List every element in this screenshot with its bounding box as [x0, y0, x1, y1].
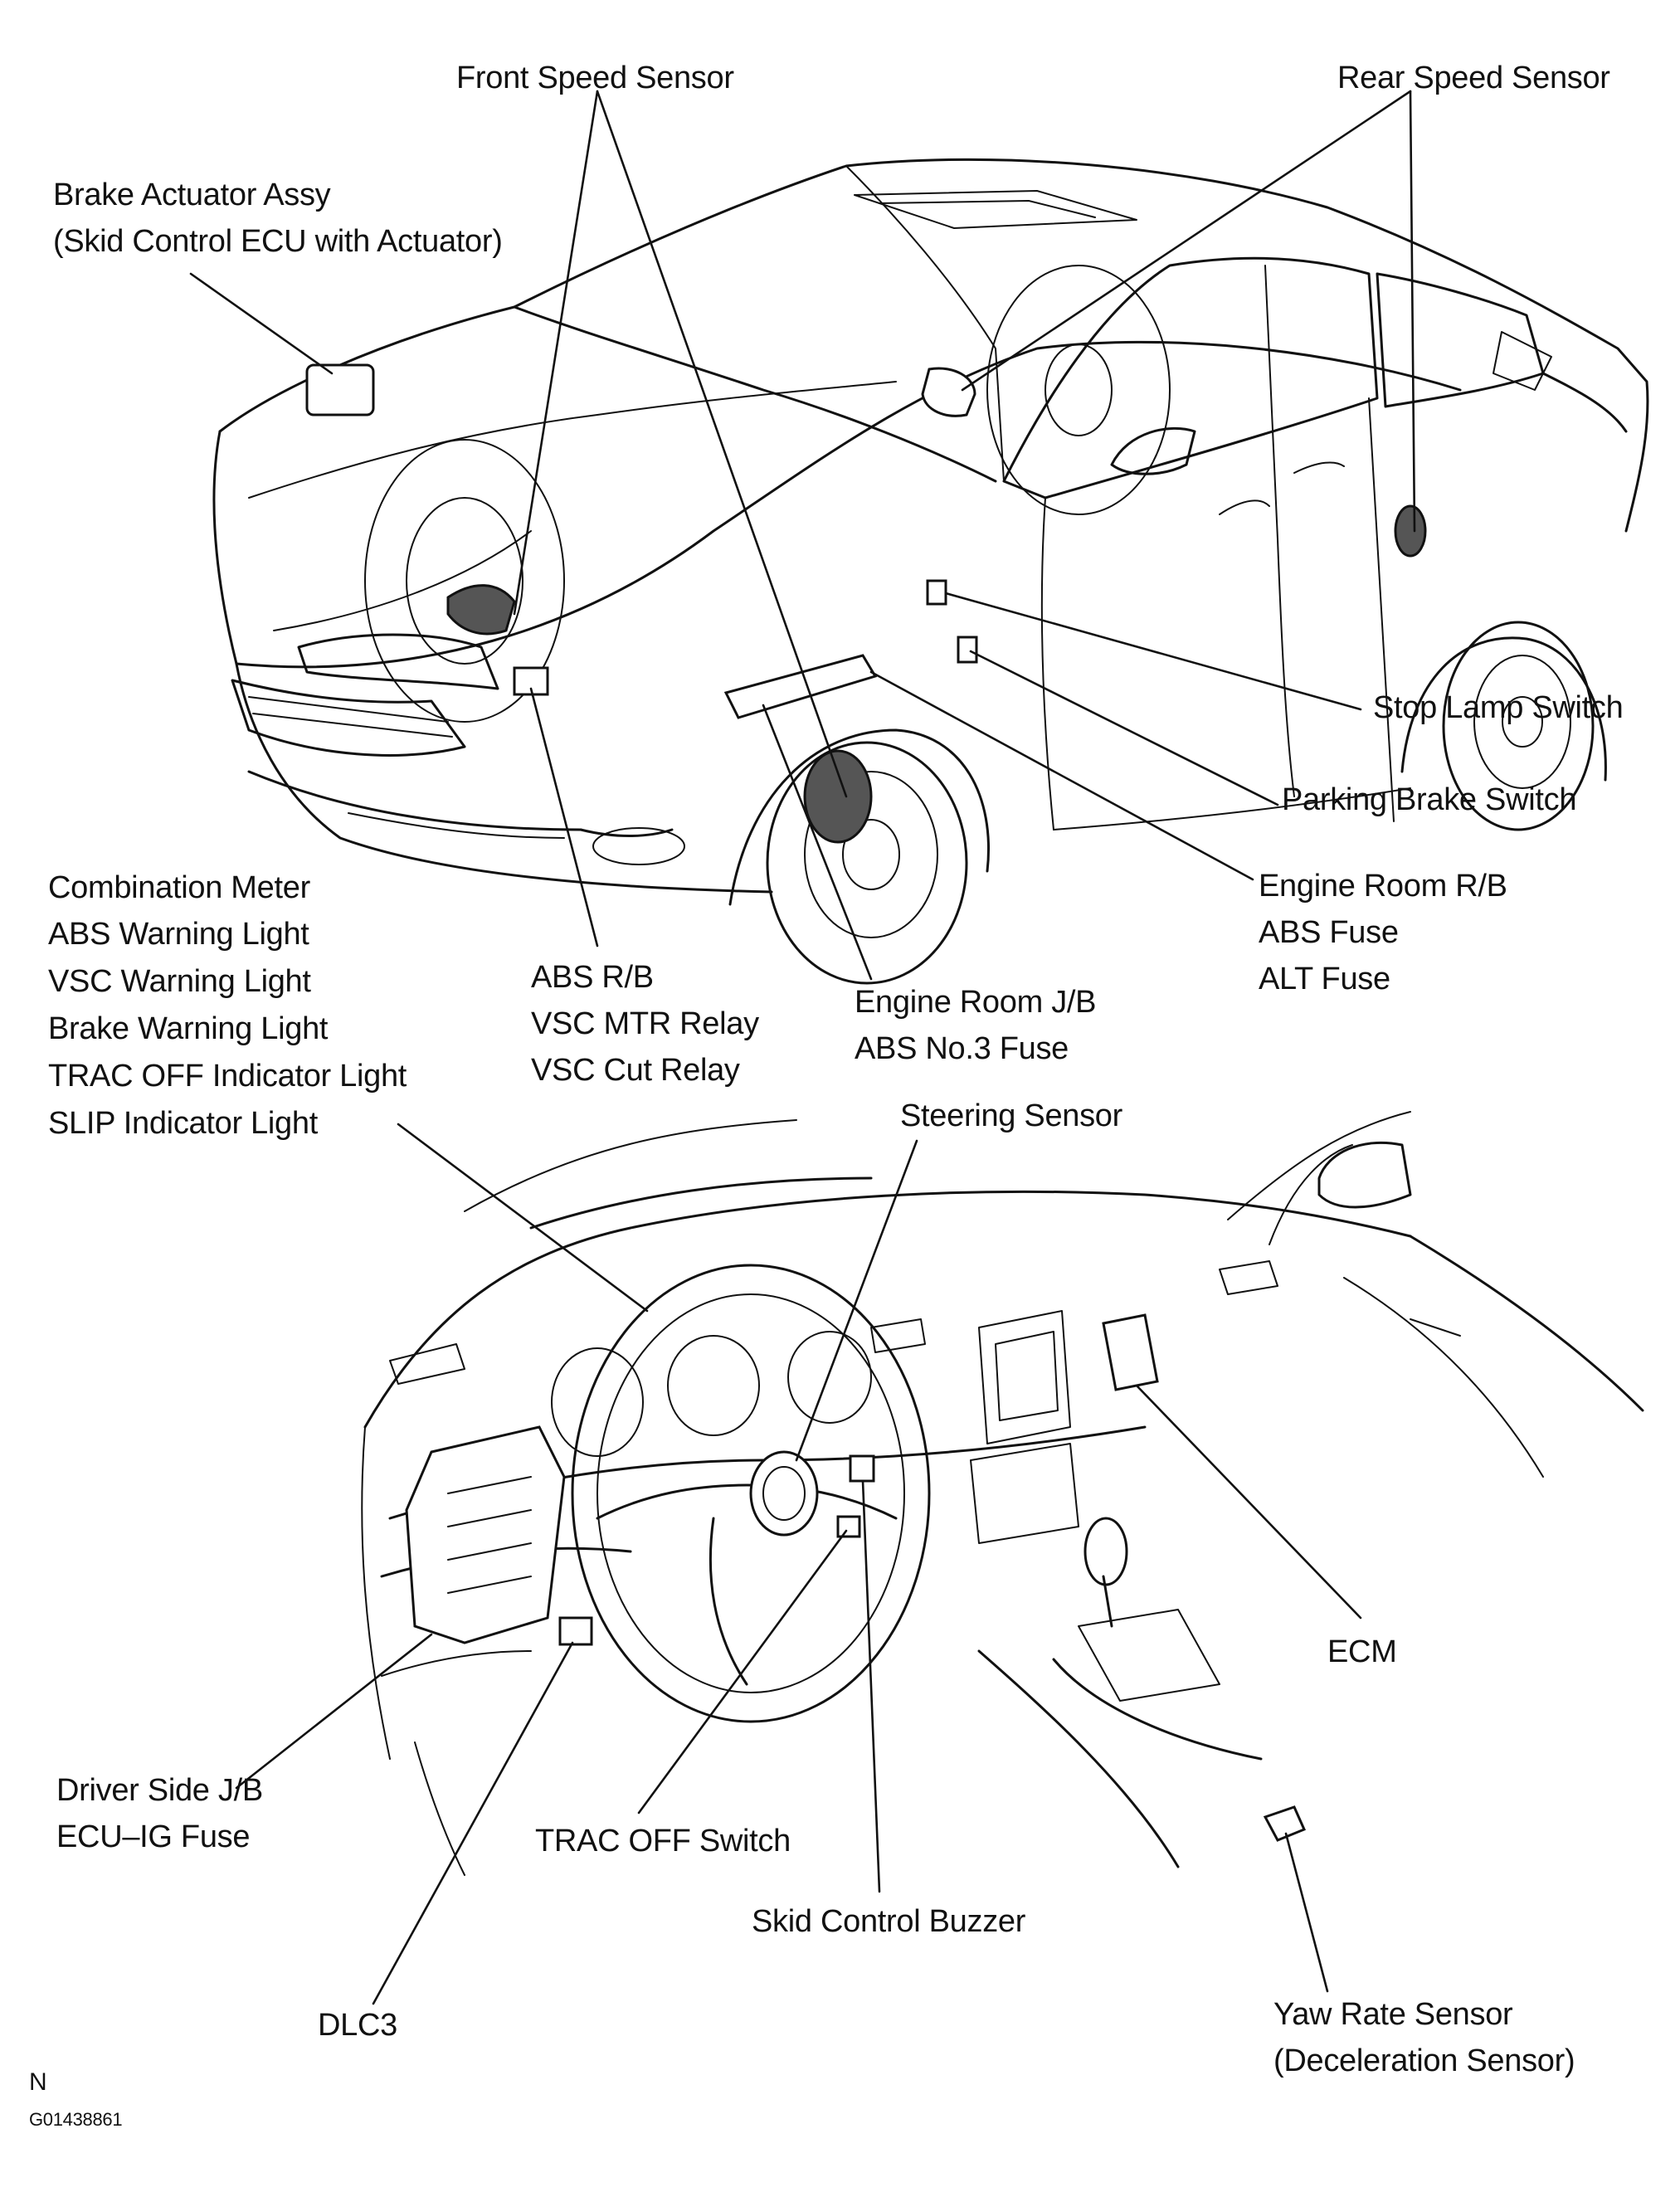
engine-room-rb-part	[723, 654, 878, 719]
brake-actuator-line2: (Skid Control ECU with Actuator)	[53, 224, 503, 259]
label-abs-rb: ABS R/B VSC MTR Relay VSC Cut Relay	[531, 954, 759, 1094]
parking-brake-switch-text: Parking Brake Switch	[1282, 782, 1577, 817]
label-ecm: ECM	[1327, 1629, 1397, 1675]
combination-meter-item: SLIP Indicator Light	[48, 1106, 318, 1141]
yaw-rate-sensor-line2: (Deceleration Sensor)	[1273, 2043, 1575, 2078]
ecm-part	[1102, 1313, 1159, 1391]
engine-room-rb-item: ABS Fuse	[1259, 915, 1399, 950]
skid-control-buzzer-part	[849, 1454, 875, 1483]
engine-room-jb-item: ABS No.3 Fuse	[855, 1031, 1069, 1066]
ecm-text: ECM	[1327, 1634, 1397, 1669]
north-mark-text: N	[29, 2068, 47, 2096]
label-dlc3: DLC3	[318, 2002, 397, 2048]
label-brake-actuator: Brake Actuator Assy (Skid Control ECU wi…	[53, 172, 503, 265]
label-steering-sensor: Steering Sensor	[900, 1093, 1122, 1139]
label-trac-off-switch: TRAC OFF Switch	[535, 1818, 791, 1864]
label-rear-speed-sensor: Rear Speed Sensor	[1337, 55, 1610, 101]
rear-speed-sensor-part	[921, 367, 976, 417]
abs-rb-item: VSC Cut Relay	[531, 1053, 740, 1088]
brake-actuator-part	[305, 363, 375, 416]
north-mark: N	[29, 2066, 47, 2099]
label-yaw-rate-sensor: Yaw Rate Sensor (Deceleration Sensor)	[1273, 1991, 1575, 2084]
stop-lamp-switch-part	[926, 579, 947, 606]
parking-brake-switch-part	[957, 636, 978, 664]
label-parking-brake-switch: Parking Brake Switch	[1282, 777, 1576, 823]
label-engine-room-rb: Engine Room R/B ABS Fuse ALT Fuse	[1259, 863, 1507, 1002]
driver-side-jb-part	[405, 1425, 566, 1644]
leader-lines	[189, 90, 1416, 2005]
label-engine-room-jb: Engine Room J/B ABS No.3 Fuse	[855, 979, 1097, 1072]
label-stop-lamp-switch: Stop Lamp Switch	[1373, 684, 1624, 731]
combination-meter-item: ABS Warning Light	[48, 917, 309, 952]
steering-sensor-part	[749, 1450, 819, 1537]
driver-side-jb-item: ECU–IG Fuse	[56, 1819, 251, 1854]
skid-control-buzzer-text: Skid Control Buzzer	[752, 1904, 1026, 1939]
dlc3-part	[558, 1616, 593, 1646]
engine-room-rb-item: ALT Fuse	[1259, 962, 1390, 996]
engine-room-jb-title: Engine Room J/B	[855, 985, 1097, 1020]
combination-meter-title: Combination Meter	[48, 870, 310, 905]
steering-sensor-text: Steering Sensor	[900, 1098, 1122, 1133]
interior-drawing	[361, 1111, 1644, 1876]
engine-room-rb-title: Engine Room R/B	[1259, 869, 1507, 904]
stop-lamp-switch-text: Stop Lamp Switch	[1373, 690, 1624, 725]
trac-off-switch-part	[836, 1515, 861, 1538]
front-speed-sensor-rotor	[803, 749, 873, 844]
combination-meter-item: Brake Warning Light	[48, 1011, 329, 1046]
rear-speed-sensor-text: Rear Speed Sensor	[1337, 61, 1610, 95]
trac-off-switch-text: TRAC OFF Switch	[535, 1824, 791, 1858]
brake-actuator-line1: Brake Actuator Assy	[53, 178, 331, 212]
front-speed-sensor-text: Front Speed Sensor	[456, 61, 734, 95]
label-driver-side-jb: Driver Side J/B ECU–IG Fuse	[56, 1767, 263, 1860]
interior-components	[405, 1313, 1306, 1842]
dlc3-text: DLC3	[318, 2008, 397, 2043]
yaw-rate-sensor-part	[1263, 1805, 1306, 1842]
car-exterior-drawing	[212, 158, 1649, 985]
front-speed-sensor-part	[446, 584, 516, 636]
abs-rb-item: VSC MTR Relay	[531, 1006, 759, 1041]
combination-meter-item: VSC Warning Light	[48, 964, 311, 999]
label-front-speed-sensor: Front Speed Sensor	[456, 55, 734, 101]
figure-id: G01438861	[29, 2107, 123, 2132]
yaw-rate-sensor-line1: Yaw Rate Sensor	[1273, 1997, 1513, 2032]
label-combination-meter: Combination Meter ABS Warning Light VSC …	[48, 865, 407, 1147]
rear-speed-sensor-rotor	[1394, 504, 1427, 558]
figure-id-text: G01438861	[29, 2109, 123, 2130]
abs-rb-title: ABS R/B	[531, 960, 654, 995]
label-skid-control-buzzer: Skid Control Buzzer	[752, 1898, 1025, 1945]
driver-side-jb-title: Driver Side J/B	[56, 1773, 263, 1808]
car-components	[305, 363, 1427, 844]
combination-meter-item: TRAC OFF Indicator Light	[48, 1059, 407, 1094]
